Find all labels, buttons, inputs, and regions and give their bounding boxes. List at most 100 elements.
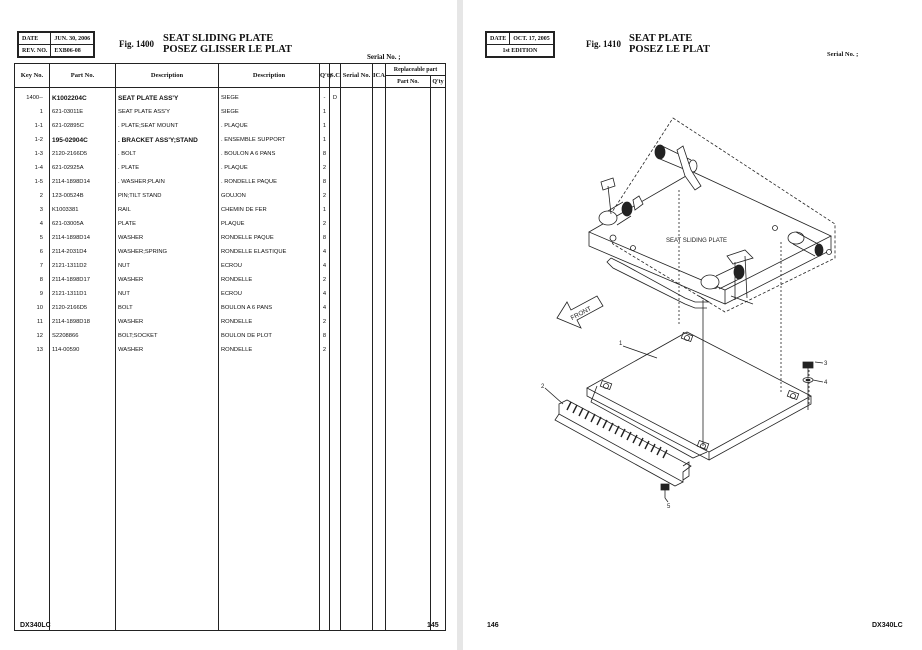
part-description-fr: PLAQUE: [218, 217, 320, 231]
empty-cell: [430, 259, 446, 273]
part-number: 2120-2166D5: [49, 147, 116, 161]
empty-cell: [340, 189, 373, 203]
part-description-en: NUT: [115, 259, 219, 273]
part-sc: [329, 161, 341, 175]
part-key-no: 4: [14, 217, 50, 231]
empty-cell: [319, 357, 330, 631]
empty-cell: [385, 315, 431, 329]
empty-cell: [430, 147, 446, 161]
part-sc: [329, 217, 341, 231]
part-number: 2121-1311D1: [49, 287, 116, 301]
empty-cell: [385, 287, 431, 301]
empty-cell: [14, 357, 50, 631]
fig-label: Fig. 1410: [586, 39, 621, 49]
empty-cell: [385, 203, 431, 217]
empty-cell: [340, 245, 373, 259]
part-number: 123-00524B: [49, 189, 116, 203]
header-date-box: DATE OCT. 17, 2005 1st EDITION: [485, 31, 555, 58]
part-qty: 4: [319, 287, 330, 301]
table-filler-row: [14, 357, 446, 631]
part-sc: [329, 105, 341, 119]
part-description-en: WASHER: [115, 273, 219, 287]
part-description-en: WASHER: [115, 315, 219, 329]
part-sc: [329, 203, 341, 217]
col-rep-qty: Q'ty: [430, 75, 446, 88]
part-key-no: 7: [14, 259, 50, 273]
empty-cell: [385, 119, 431, 133]
part-sc: [329, 343, 341, 357]
part-description-en: . WASHER;PLAIN: [115, 175, 219, 189]
part-number: 2114-1898D17: [49, 273, 116, 287]
empty-cell: [385, 273, 431, 287]
part-number: 621-02925A: [49, 161, 116, 175]
empty-cell: [340, 203, 373, 217]
empty-cell: [372, 301, 386, 315]
part-qty: 1: [319, 203, 330, 217]
col-serial: Serial No.: [340, 63, 373, 88]
empty-cell: [218, 357, 320, 631]
empty-cell: [385, 87, 431, 105]
empty-cell: [430, 189, 446, 203]
empty-cell: [372, 161, 386, 175]
part-description-fr: SIEGE: [218, 87, 320, 105]
part-number: 2114-1898D14: [49, 231, 116, 245]
rev-label: REV. NO.: [17, 44, 52, 57]
part-number: 2114-1898D14: [49, 175, 116, 189]
part-qty: 2: [319, 189, 330, 203]
empty-cell: [430, 301, 446, 315]
part-sc: [329, 273, 341, 287]
empty-cell: [385, 231, 431, 245]
part-description-fr: RONDELLE: [218, 315, 320, 329]
empty-cell: [385, 259, 431, 273]
empty-cell: [430, 217, 446, 231]
header-date-box: DATE JUN. 30, 2006 REV. NO. EXB06-08: [17, 31, 96, 58]
part-qty: 8: [319, 329, 330, 343]
part-sc: [329, 175, 341, 189]
callout-4: 4: [824, 380, 828, 386]
footer-model: DX340LC: [20, 622, 51, 629]
part-number: S2208866: [49, 329, 116, 343]
callout-2: 2: [541, 384, 545, 390]
part-description-en: SEAT PLATE ASS'Y: [115, 87, 219, 105]
title-fr: POSEZ LE PLAT: [629, 44, 710, 55]
empty-cell: [385, 105, 431, 119]
part-qty: 2: [319, 273, 330, 287]
part-description-fr: . RONDELLE PAQUE: [218, 175, 320, 189]
seat-sliding-plate-drawing: [588, 117, 836, 313]
empty-cell: [385, 357, 431, 631]
empty-cell: [430, 245, 446, 259]
part-qty: 2: [319, 161, 330, 175]
empty-cell: [430, 161, 446, 175]
empty-cell: [430, 119, 446, 133]
empty-cell: [372, 189, 386, 203]
empty-cell: [340, 87, 373, 105]
part-sc: D: [329, 87, 341, 105]
title-fr: POSEZ GLISSER LE PLAT: [163, 44, 293, 55]
part-description-fr: ECROU: [218, 287, 320, 301]
empty-cell: [340, 343, 373, 357]
empty-cell: [385, 343, 431, 357]
part-qty: 4: [319, 301, 330, 315]
part-sc: [329, 189, 341, 203]
part-sc: [329, 245, 341, 259]
exploded-view-diagram: FRONT SEAT SLIDING PLATE 1 2 3 4 5: [541, 117, 836, 510]
empty-cell: [372, 87, 386, 105]
part-description-fr: RONDELLE: [218, 343, 320, 357]
empty-cell: [430, 287, 446, 301]
empty-cell: [385, 245, 431, 259]
part-sc: [329, 133, 341, 147]
col-desc-fr: Description: [218, 63, 320, 88]
part-sc: [329, 231, 341, 245]
empty-cell: [372, 287, 386, 301]
part-number: 621-03011E: [49, 105, 116, 119]
empty-cell: [340, 147, 373, 161]
front-arrow: FRONT: [556, 295, 604, 329]
empty-cell: [340, 217, 373, 231]
